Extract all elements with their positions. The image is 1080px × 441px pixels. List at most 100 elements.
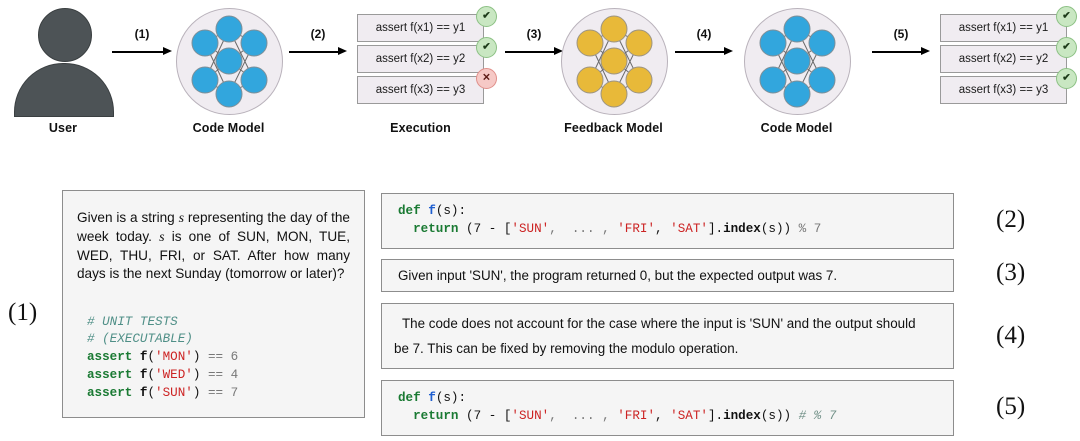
number: 4 xyxy=(230,368,239,383)
execution-feedback-panel: Given input 'SUN', the program returned … xyxy=(381,259,954,292)
arrow-step-3: (3) xyxy=(505,27,563,58)
status-badge-pass-icon: ✔ xyxy=(1056,37,1077,58)
commented-modulo-operation: # % 7 xyxy=(798,408,837,423)
fn-name: f xyxy=(139,350,148,365)
code-text: ]. xyxy=(707,408,724,423)
arrow-line xyxy=(289,51,340,53)
string-literal: 'FRI' xyxy=(617,221,656,236)
stage-label-code-model-2: Code Model xyxy=(760,121,833,135)
problem-statement: Given is a string s representing the day… xyxy=(77,209,350,283)
unit-test-line: assert f('SUN') == 7 xyxy=(87,386,238,400)
test-case-box: assert f(x1) == y1 xyxy=(940,14,1067,42)
check-icon: ✔ xyxy=(1062,72,1071,83)
code-ellipsis: , ... , xyxy=(549,221,618,236)
arrow-line xyxy=(112,51,165,53)
neural-network-icon-feedback-model xyxy=(561,8,668,115)
user-body-shape xyxy=(14,63,114,117)
keyword-return: return xyxy=(413,408,459,423)
fn-name: f xyxy=(139,368,148,383)
status-badge-pass-icon: ✔ xyxy=(476,37,497,58)
network-graph xyxy=(191,15,268,108)
prompt-text-1: Given is a string xyxy=(77,210,179,225)
code-text: (7 - [ xyxy=(458,408,512,423)
code-block-repaired: def f(s): return (7 - ['SUN', ... , 'FRI… xyxy=(398,390,953,426)
paren: ) xyxy=(192,350,201,365)
keyword-return: return xyxy=(413,221,459,236)
step-number-4: (4) xyxy=(996,322,1026,349)
fn-name: f xyxy=(139,386,148,401)
operator: == xyxy=(207,350,224,365)
user-icon xyxy=(14,8,114,117)
execution-feedback-text: Given input 'SUN', the program returned … xyxy=(398,268,838,283)
neural-network-icon-code-model-1 xyxy=(176,8,283,115)
keyword-def: def xyxy=(398,391,421,405)
arrow-step-5: (5) xyxy=(872,27,930,58)
test-case-box: assert f(x3) == y3 xyxy=(357,76,484,104)
string-literal: 'SAT' xyxy=(670,408,708,423)
paren: ( xyxy=(147,386,156,401)
status-badge-pass-icon: ✔ xyxy=(1056,68,1077,89)
arrow-step-1: (1) xyxy=(112,27,172,58)
user-head-shape xyxy=(38,8,92,62)
cross-icon: ✕ xyxy=(482,72,491,83)
modulo-operation: % 7 xyxy=(798,221,822,236)
step-number-1: (1) xyxy=(8,299,38,326)
method-index: index xyxy=(723,408,761,423)
keyword-assert: assert xyxy=(87,386,133,401)
string-literal: 'SUN' xyxy=(511,408,550,423)
neural-network-icon-code-model-2 xyxy=(744,8,851,115)
arrow-head xyxy=(724,46,733,55)
string-literal: 'SUN' xyxy=(155,386,193,401)
step-number-2: (2) xyxy=(996,206,1026,233)
string-literal: 'WED' xyxy=(155,368,193,383)
prompt-variable-s: s xyxy=(178,211,185,226)
status-badge-fail-icon: ✕ xyxy=(476,68,497,89)
step-number-5: (5) xyxy=(996,393,1026,420)
model-feedback-panel: The code does not account for the case w… xyxy=(381,303,954,369)
repaired-code-panel: def f(s): return (7 - ['SUN', ... , 'FRI… xyxy=(381,380,954,436)
arrow-label-2: (2) xyxy=(310,27,326,41)
network-graph xyxy=(576,15,653,108)
code-text: (s)) xyxy=(760,408,799,423)
string-literal: 'FRI' xyxy=(617,408,656,423)
string-literal: 'SUN' xyxy=(511,221,550,236)
paren: ( xyxy=(147,368,156,383)
stage-label-code-model-1: Code Model xyxy=(192,121,265,135)
keyword-assert: assert xyxy=(87,368,133,383)
test-case-box: assert f(x1) == y1 xyxy=(357,14,484,42)
check-icon: ✔ xyxy=(1062,41,1071,52)
operator: == xyxy=(207,368,224,383)
arrow-head xyxy=(921,46,930,55)
stage-label-feedback-model: Feedback Model xyxy=(564,121,663,135)
arrow-line xyxy=(872,51,923,53)
check-icon: ✔ xyxy=(1062,10,1071,21)
check-icon: ✔ xyxy=(482,10,491,21)
fn-name: f xyxy=(428,391,436,405)
code-text: (s)) xyxy=(760,221,799,236)
paren: ) xyxy=(192,368,201,383)
unit-test-code-block: # UNIT TESTS # (EXECUTABLE) assert f('MO… xyxy=(87,296,364,403)
code-text: (7 - [ xyxy=(458,221,512,236)
stage-label-execution: Execution xyxy=(390,121,451,135)
number: 7 xyxy=(230,386,239,401)
code-comment-executable: # (EXECUTABLE) xyxy=(87,332,193,347)
fn-signature: (s): xyxy=(435,204,467,218)
fn-signature: (s): xyxy=(435,391,467,405)
model-feedback-line-1: The code does not account for the case w… xyxy=(402,316,916,331)
fn-name: f xyxy=(428,204,436,218)
arrow-head xyxy=(338,46,347,55)
model-feedback-line-2: be 7. This can be fixed by removing the … xyxy=(394,341,739,356)
method-index: index xyxy=(723,221,761,236)
arrow-label-5: (5) xyxy=(893,27,909,41)
code-block-initial: def f(s): return (7 - ['SUN', ... , 'FRI… xyxy=(398,203,953,239)
keyword-assert: assert xyxy=(87,350,133,365)
test-case-box: assert f(x2) == y2 xyxy=(357,45,484,73)
arrow-step-2: (2) xyxy=(289,27,347,58)
generated-code-panel: def f(s): return (7 - ['SUN', ... , 'FRI… xyxy=(381,193,954,249)
string-literal: 'MON' xyxy=(155,350,193,365)
code-comment-unit-tests: # UNIT TESTS xyxy=(87,314,178,329)
arrow-label-1: (1) xyxy=(134,27,150,41)
string-literal: 'SAT' xyxy=(670,221,708,236)
code-text: , xyxy=(655,221,671,236)
